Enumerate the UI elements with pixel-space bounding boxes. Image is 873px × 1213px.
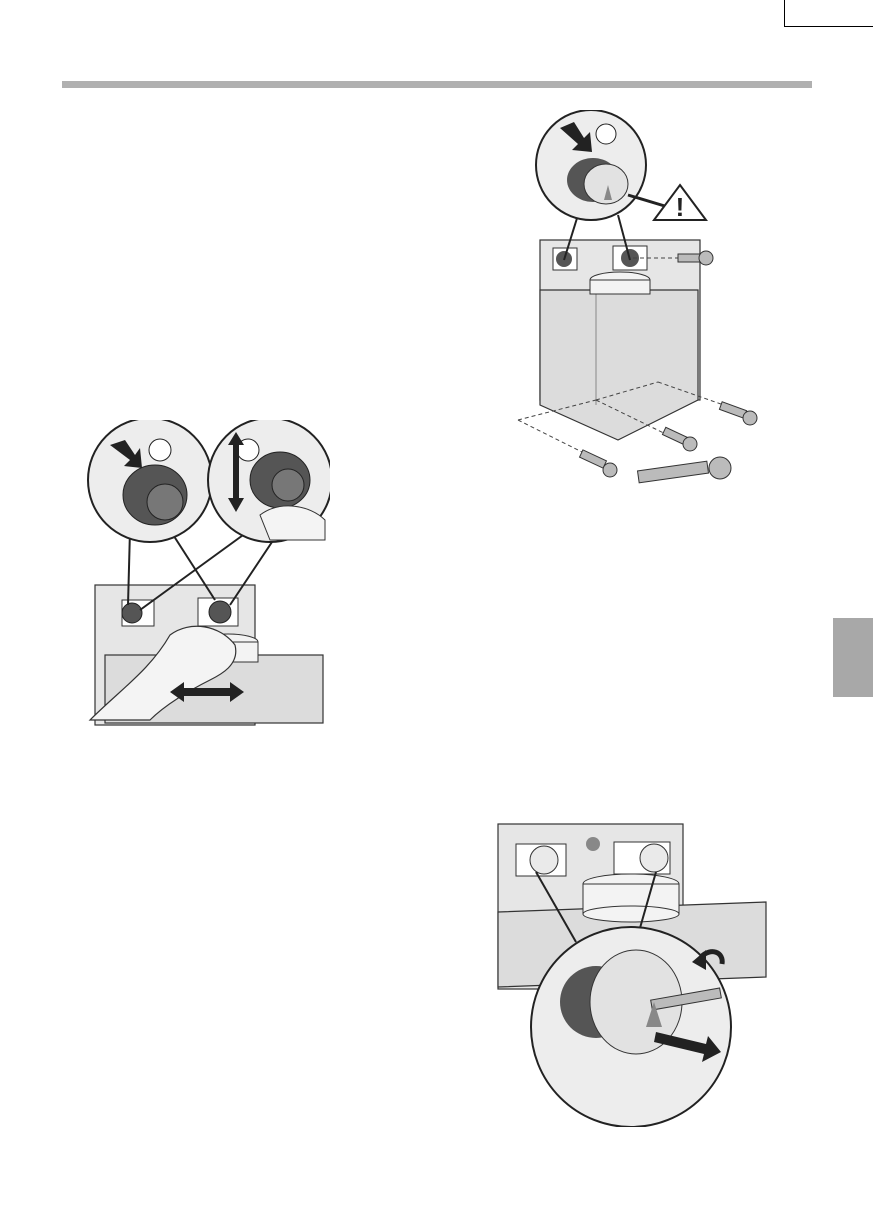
hood-body	[540, 290, 698, 440]
screw-fastening-figure	[496, 822, 768, 1127]
left-port	[122, 603, 142, 623]
adapter-insertion-figure	[80, 420, 330, 730]
chapter-tab	[833, 618, 873, 697]
warning-triangle-icon: !	[654, 185, 706, 222]
hood-mounting-figure: !	[498, 110, 773, 495]
crop-mark-vertical	[784, 0, 785, 27]
header-rule	[62, 81, 812, 88]
svg-text:!: !	[676, 192, 685, 222]
right-port	[209, 601, 231, 623]
crop-mark-horizontal	[784, 26, 873, 27]
